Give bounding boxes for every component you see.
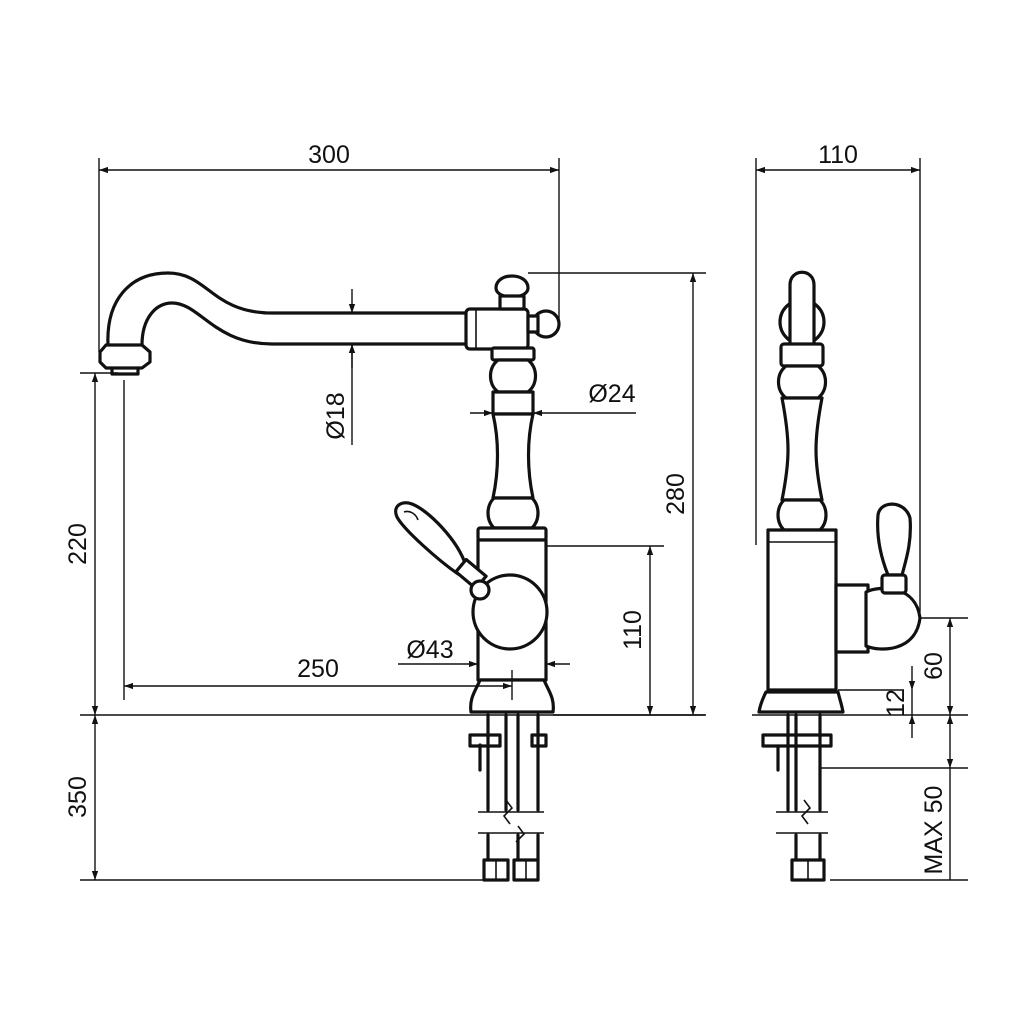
top-knob	[494, 274, 530, 299]
cartridge-disc	[471, 573, 549, 651]
dim-max50-label: MAX 50	[920, 786, 948, 875]
dim-250-label: 250	[297, 655, 339, 683]
dim-12-label: 12	[882, 689, 910, 717]
spout-nozzle	[98, 343, 152, 370]
below-deck-assembly	[468, 713, 548, 882]
body-collar	[476, 526, 548, 542]
dim-300-label: 300	[308, 141, 350, 169]
dim-220-label: 220	[64, 523, 92, 565]
dim-60-label: 60	[920, 652, 948, 680]
dim-350-label: 350	[64, 776, 92, 818]
lever-handle	[394, 501, 488, 591]
side-spout-top	[788, 270, 816, 350]
dim-d18-label: Ø18	[322, 392, 350, 439]
side-view: 110 60 12 MAX 50	[752, 141, 968, 882]
dim-280-label: 280	[662, 473, 690, 515]
spout-tube	[106, 271, 470, 347]
dim-side-110-label: 110	[818, 141, 858, 169]
dim-110-label: 110	[619, 610, 647, 650]
column	[488, 358, 538, 394]
dim-d24-label: Ø24	[588, 380, 635, 408]
front-view: 300 Ø18 Ø24 280 110 220 350 250 Ø43	[64, 141, 706, 882]
side-body	[766, 528, 838, 692]
dim-d43-label: Ø43	[406, 636, 453, 664]
side-below-deck	[761, 713, 833, 882]
